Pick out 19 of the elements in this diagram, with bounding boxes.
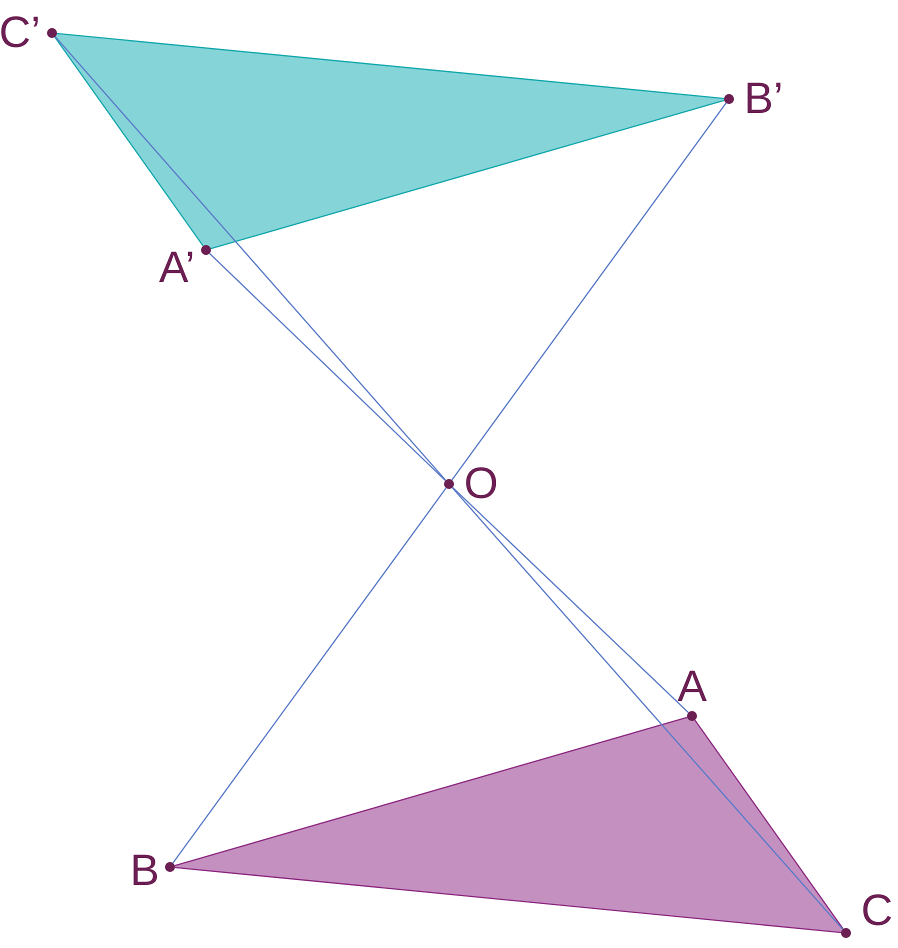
line-segment <box>54 36 204 246</box>
line-segment <box>56 32 724 100</box>
point-label: A <box>678 665 707 709</box>
line-segment <box>452 486 689 714</box>
line-segment <box>174 716 688 866</box>
line-segment <box>210 100 724 250</box>
line-segment <box>451 102 727 480</box>
line-segment <box>54 36 446 481</box>
line-segment <box>172 488 447 864</box>
line-segment <box>174 866 842 934</box>
point-label: C <box>861 889 893 933</box>
point-label: B’ <box>744 77 784 121</box>
point-label: B <box>130 849 160 893</box>
line-segment <box>694 720 844 930</box>
point-label: A’ <box>159 246 195 290</box>
line-segment <box>209 253 446 481</box>
line-segment <box>452 487 844 930</box>
point-label: O <box>464 462 498 506</box>
point-label: C’ <box>0 11 41 55</box>
